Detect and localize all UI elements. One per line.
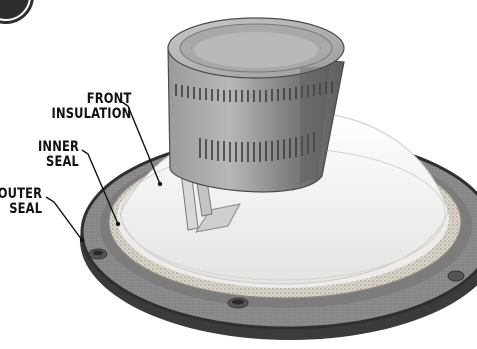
corner-circle-icon (0, 0, 34, 24)
label-front-insulation-line2: INSULATION (51, 107, 131, 122)
label-outer-seal-line1: OUTER (0, 187, 42, 202)
label-inner-seal-line1: INNER (38, 140, 79, 155)
leader-dot-outer (80, 238, 84, 242)
label-inner-seal: INNER SEAL (38, 140, 79, 170)
label-outer-seal: OUTER SEAL (0, 187, 42, 217)
label-outer-seal-line2: SEAL (0, 202, 42, 217)
label-front-insulation: FRONT INSULATION (51, 92, 131, 122)
leader-outer-seal (46, 197, 82, 240)
label-front-insulation-line1: FRONT (51, 92, 131, 107)
label-inner-seal-line2: SEAL (38, 155, 79, 170)
leader-dot-inner (116, 222, 120, 226)
magnet-can (168, 18, 344, 192)
leader-dot-front (158, 182, 162, 186)
